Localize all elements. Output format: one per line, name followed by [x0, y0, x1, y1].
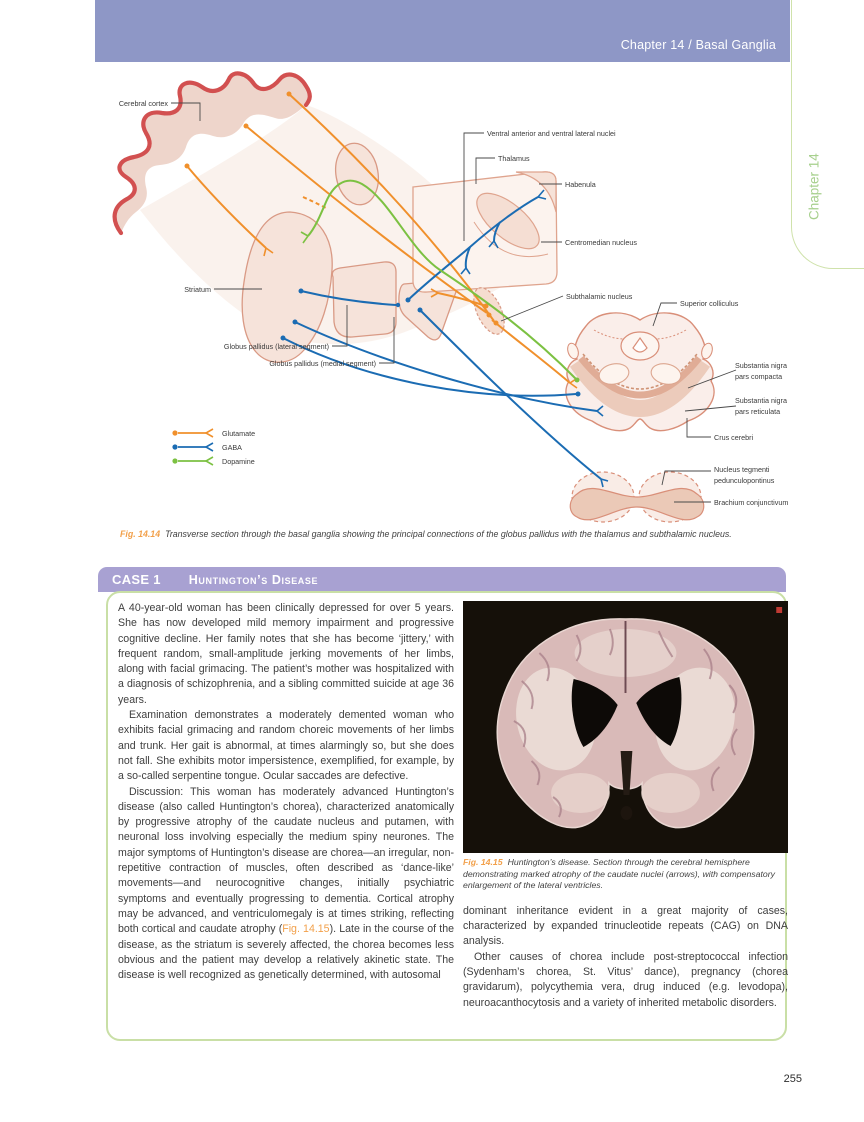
superior-colliculus-arc-left — [593, 329, 639, 340]
glutamate-fibers — [186, 93, 578, 389]
chapter-tab-border — [791, 0, 864, 269]
case-paragraph-1: A 40-year-old woman has been clinically … — [118, 602, 454, 706]
cerebral-aqueduct — [632, 336, 648, 353]
legend-dot-gaba — [172, 444, 178, 450]
red-nucleus-right — [650, 363, 682, 385]
case-paragraph-2: Examination demonstrates a moderately de… — [118, 709, 454, 783]
label-sn-reticulata-1: Substantia nigra — [735, 396, 787, 405]
label-gp-lateral: Globus pallidus (lateral segment) — [224, 342, 329, 351]
page-number: 255 — [783, 1073, 802, 1085]
legend-label-glutamate: Glutamate — [222, 429, 255, 438]
red-nucleus-left — [598, 363, 630, 385]
chapter-banner: Chapter 14 / Basal Ganglia — [95, 0, 790, 62]
figure-labels: Cerebral cortex Striatum Globus pallidus… — [119, 99, 788, 507]
case-paragraph-3: Discussion: This woman has moderately ad… — [118, 785, 454, 984]
label-thalamus: Thalamus — [498, 154, 530, 163]
label-ntp-1: Nucleus tegmenti — [714, 465, 770, 474]
case-number: CASE 1 — [112, 572, 161, 587]
label-sn-compacta-2: pars compacta — [735, 372, 782, 381]
case-paragraph-3-text: Discussion: This woman has moderately ad… — [118, 785, 454, 936]
photo-marker — [776, 607, 783, 613]
superior-colliculus-arc-right — [641, 329, 687, 340]
legend-fork-dopamine — [204, 456, 214, 466]
medial-geniculate-right — [701, 342, 713, 360]
label-crus-cerebri: Crus cerebri — [714, 433, 754, 442]
label-sn-reticulata-2: pars reticulata — [735, 407, 780, 416]
fiber-legend: Glutamate GABA Dopamine — [172, 428, 255, 466]
fig-14-15-caption-label: Fig. 14.15 — [463, 857, 503, 867]
third-ventricle — [620, 751, 633, 795]
gp-lateral-shape — [331, 261, 397, 338]
dopamine-soma — [574, 377, 580, 383]
lateral-ventricle-left — [571, 679, 618, 747]
thalamic-lamina — [473, 221, 549, 258]
label-sn-compacta-1: Substantia nigra — [735, 361, 787, 370]
label-centromedian: Centromedian nucleus — [565, 238, 637, 247]
legend-dot-glutamate — [172, 430, 178, 436]
banner-title: Chapter 14 / Basal Ganglia — [620, 38, 776, 52]
lateral-ventricle-right — [636, 677, 682, 746]
label-ntp-2: pedunculopontinus — [714, 476, 775, 485]
medial-geniculate-left — [567, 342, 579, 360]
substantia-nigra-reticulata-shape — [578, 355, 702, 399]
legend-dot-dopamine — [172, 458, 178, 464]
striatum-shape — [241, 211, 333, 363]
fig-14-14-caption-label: Fig. 14.14 — [120, 529, 161, 539]
caudate-shape — [334, 142, 380, 206]
brachium-conjunctivum-shape — [569, 487, 705, 521]
sulci — [513, 628, 738, 818]
legend-fork-gaba — [204, 442, 214, 452]
leader-lines — [171, 102, 737, 503]
fig-14-15-caption-text: Huntington’s disease. Section through th… — [463, 857, 775, 891]
brain-section-photo — [463, 601, 788, 853]
case-header: CASE 1 Huntington’s Disease — [98, 567, 786, 592]
case-paragraph-3-text-after: ). Late in the course of the disease, as… — [118, 923, 454, 982]
fig-14-14-caption: Fig. 14.14 Transverse section through the… — [120, 528, 775, 540]
label-gp-medial: Globus pallidus (medial segment) — [269, 359, 376, 368]
habenula-shape — [515, 171, 557, 213]
chapter-tab-label: Chapter 14 — [806, 153, 822, 221]
label-striatum: Striatum — [184, 285, 211, 294]
cortex-pial-surface — [112, 71, 312, 236]
legend-label-gaba: GABA — [222, 443, 242, 452]
legend-fork-glutamate — [204, 428, 214, 438]
legend-label-dopamine: Dopamine — [222, 457, 255, 466]
brain-photo-art — [463, 601, 788, 853]
crus-cerebri-shape — [569, 357, 711, 417]
case-paragraph-4: dominant inheritance evident in a great … — [463, 904, 788, 948]
fig-14-14-caption-text: Transverse section through the basal gan… — [165, 529, 732, 539]
case-text-right-column: dominant inheritance evident in a great … — [463, 904, 788, 1011]
label-habenula: Habenula — [565, 180, 596, 189]
gaba-fibers — [282, 189, 609, 488]
gaba-somata — [280, 288, 581, 397]
label-superior-colliculus: Superior colliculus — [680, 299, 739, 308]
label-cerebral-cortex: Cerebral cortex — [119, 99, 169, 108]
midbrain-outline — [565, 312, 715, 432]
basal-ganglia-diagram: Cerebral cortex Striatum Globus pallidus… — [112, 71, 788, 523]
glutamate-somata — [184, 91, 499, 326]
fig-14-15-reference-link[interactable]: Fig. 14.15 — [282, 923, 330, 936]
case-text-left-column: A 40-year-old woman has been clinically … — [118, 601, 454, 983]
label-va-vl: Ventral anterior and ventral lateral nuc… — [487, 129, 616, 138]
dopamine-fibers — [300, 179, 578, 381]
label-brachium: Brachium conjunctivum — [714, 498, 788, 507]
case-title: Huntington’s Disease — [188, 572, 319, 587]
case-paragraph-5: Other causes of chorea include post-stre… — [463, 950, 788, 1009]
label-subthalamic: Subthalamic nucleus — [566, 292, 633, 301]
